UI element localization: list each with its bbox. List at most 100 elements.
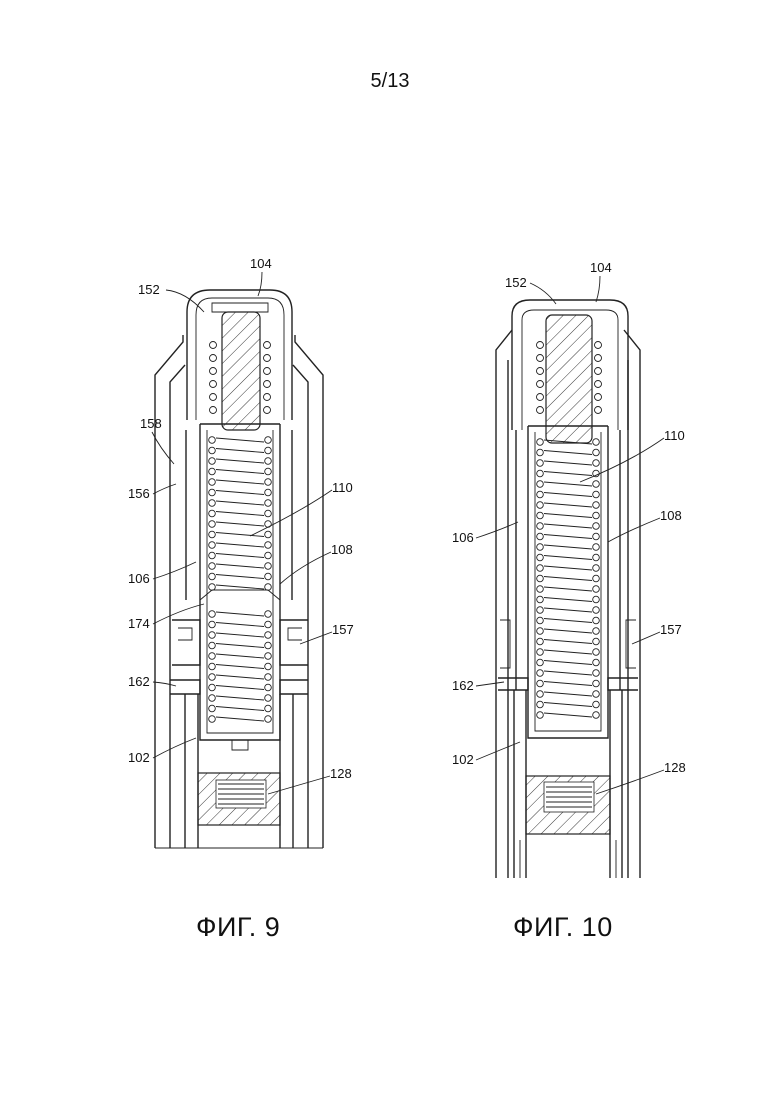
spring-coil-end: [265, 552, 272, 559]
fig9-threads: [216, 780, 266, 808]
spring-coil-end: [265, 611, 272, 618]
spring-coil: [544, 703, 592, 707]
spring-coil-end: [209, 458, 216, 465]
spring-coil-end: [537, 586, 544, 593]
spring-coil: [544, 493, 592, 497]
spring-coil-end: [209, 705, 216, 712]
spring-coil: [544, 671, 592, 675]
spring-coil: [216, 470, 264, 474]
spring-coil-end: [593, 596, 600, 603]
spring-coil: [216, 654, 264, 658]
spring-coil-end: [537, 712, 544, 719]
spring-coil-end: [537, 649, 544, 656]
fig9-label-158: 158: [140, 416, 162, 431]
spring-coil-end: [593, 701, 600, 708]
spring-coil-end: [537, 670, 544, 677]
spring-coil-end: [265, 705, 272, 712]
fig9-label-128: 128: [330, 766, 352, 781]
spring-coil: [216, 480, 264, 484]
spring-coil-end: [209, 573, 216, 580]
spring-coil: [216, 564, 264, 568]
spring-coil: [216, 717, 264, 721]
spring-coil: [216, 686, 264, 690]
spring-coil: [216, 438, 264, 442]
fig10-label-102: 102: [452, 752, 474, 767]
spring-coil: [216, 459, 264, 463]
spring-coil-end: [209, 510, 216, 517]
figure-9-caption: ФИГ. 9: [196, 912, 280, 943]
fig9-label-174: 174: [128, 616, 150, 631]
spring-coil: [216, 543, 264, 547]
fig9-plunger-head: [222, 312, 260, 430]
fig9-label-162: 162: [128, 674, 150, 689]
spring-coil-end: [265, 500, 272, 507]
spring-coil-end: [537, 554, 544, 561]
spring-coil-end: [209, 653, 216, 660]
spring-coil-end: [265, 584, 272, 591]
spring-coil-end: [265, 563, 272, 570]
spring-coil-end: [537, 544, 544, 551]
spring-coil-end: [265, 531, 272, 538]
spring-coil-end: [265, 468, 272, 475]
figure-10-drawing: 152 104 110 106 108 157 162 102 128: [452, 260, 686, 878]
spring-coil: [216, 707, 264, 711]
spring-coil: [216, 522, 264, 526]
spring-coil-end: [265, 479, 272, 486]
fig9-label-108: 108: [331, 542, 353, 557]
spring-coil-end: [209, 563, 216, 570]
spring-coil-end: [209, 447, 216, 454]
spring-coil-end: [593, 680, 600, 687]
spring-coil: [544, 692, 592, 696]
spring-coil-end: [593, 565, 600, 572]
spring-coil: [544, 640, 592, 644]
spring-coil-end: [537, 491, 544, 498]
spring-coil-end: [593, 607, 600, 614]
spring-coil: [544, 503, 592, 507]
spring-coil-end: [265, 447, 272, 454]
spring-coil: [544, 514, 592, 518]
spring-coil-end: [593, 554, 600, 561]
spring-coil-end: [209, 521, 216, 528]
spring-coil-end: [593, 460, 600, 467]
fig10-label-152: 152: [505, 275, 527, 290]
fig9-label-104: 104: [250, 256, 272, 271]
spring-coil-end: [209, 695, 216, 702]
spring-coil-end: [593, 628, 600, 635]
spring-coil-end: [265, 510, 272, 517]
fig10-sleeve-106: [516, 430, 620, 690]
spring-coil-end: [593, 533, 600, 540]
spring-coil-end: [593, 439, 600, 446]
spring-coil-end: [265, 695, 272, 702]
spring-coil-end: [537, 481, 544, 488]
fig10-label-110: 110: [664, 428, 685, 443]
fig9-label-157: 157: [332, 622, 354, 637]
spring-coil-end: [537, 596, 544, 603]
spring-coil-end: [265, 674, 272, 681]
spring-coil: [544, 556, 592, 560]
spring-coil-end: [209, 489, 216, 496]
spring-coil-end: [593, 575, 600, 582]
spring-coil-end: [265, 632, 272, 639]
spring-coil-end: [209, 584, 216, 591]
spring-coil: [544, 482, 592, 486]
spring-coil-end: [593, 491, 600, 498]
fig10-latch: [500, 620, 636, 668]
spring-coil-end: [209, 716, 216, 723]
figure-10-caption: ФИГ. 10: [513, 912, 613, 943]
fig9-sleeve-106: [186, 430, 292, 600]
spring-coil-end: [593, 481, 600, 488]
spring-coil-end: [593, 544, 600, 551]
spring-coil: [544, 629, 592, 633]
fig9-label-106: 106: [128, 571, 150, 586]
spring-coil-end: [537, 502, 544, 509]
spring-coil: [216, 491, 264, 495]
spring-coil-end: [593, 670, 600, 677]
spring-coil-end: [209, 611, 216, 618]
spring-coil-end: [537, 638, 544, 645]
spring-coil-end: [265, 684, 272, 691]
spring-coil: [544, 587, 592, 591]
spring-coil-end: [537, 449, 544, 456]
spring-coil: [216, 449, 264, 453]
